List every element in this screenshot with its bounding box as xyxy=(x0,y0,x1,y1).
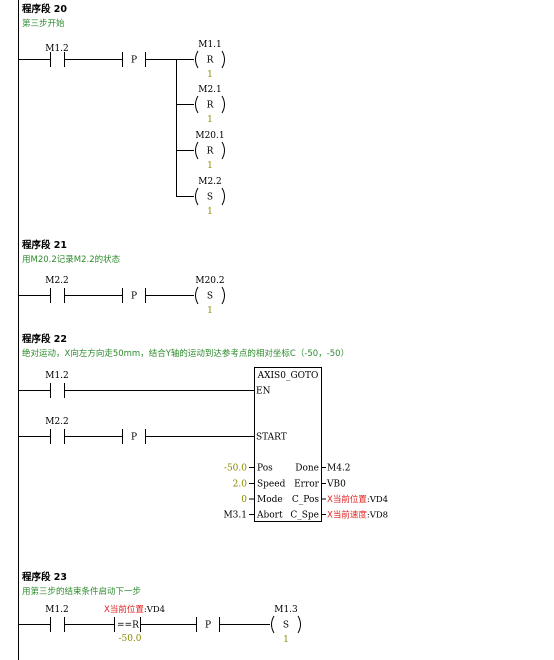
network-21[interactable]: 程序段 21 用M20.2记录M2.2的状态 M2.2 P M20.2 S 1 xyxy=(18,239,225,316)
coil-operation: R xyxy=(207,101,214,111)
network-comment: 用M20.2记录M2.2的状态 xyxy=(22,254,121,265)
network-23[interactable]: 程序段 23 用第三步的结束条件启动下一步 M1.2 X当前位置:VD4 ==R… xyxy=(18,571,301,645)
output-value[interactable]: X当前速度:VD8 xyxy=(327,510,388,521)
input-value[interactable]: 2.0 xyxy=(233,480,248,490)
compare-value: -50.0 xyxy=(118,634,141,644)
coil-operation: S xyxy=(207,292,213,302)
network-comment: 绝对运动，X向左方向走50mm，结合Y轴的运动到达参考点的相对坐标C（-50，-… xyxy=(22,348,349,359)
edge-label: P xyxy=(205,621,211,631)
coil-reset[interactable]: M2.1 R 1 xyxy=(176,85,225,125)
block-name: AXIS0_GOTO xyxy=(257,371,319,381)
coil-address: M20.2 xyxy=(195,276,224,286)
contact-address: M2.2 xyxy=(45,417,69,427)
contact-no[interactable]: M1.2 xyxy=(18,371,254,398)
coil-set[interactable]: M2.2 S 1 xyxy=(176,177,225,217)
positive-edge-detector[interactable]: P xyxy=(196,617,271,632)
network-22[interactable]: 程序段 22 绝对运动，X向左方向走50mm，结合Y轴的运动到达参考点的相对坐标… xyxy=(18,333,388,522)
contact-no[interactable]: M2.2 xyxy=(18,276,122,303)
output-value[interactable]: M4.2 xyxy=(327,464,351,474)
contact-address: M2.2 xyxy=(45,276,69,286)
edge-label: P xyxy=(131,433,137,443)
coil-reset[interactable]: M20.1 R 1 xyxy=(176,131,225,171)
compare-real-contact[interactable]: X当前位置:VD4 ==R -50.0 xyxy=(104,604,196,644)
output-pin: C_Spe xyxy=(290,511,319,521)
network-title: 程序段 23 xyxy=(22,571,67,583)
network-title: 程序段 21 xyxy=(22,239,67,251)
coil-address: M20.1 xyxy=(195,131,224,141)
symbol-name: X当前位置 xyxy=(104,604,144,615)
network-comment: 用第三步的结束条件启动下一步 xyxy=(22,586,141,597)
contact-address: M1.2 xyxy=(45,44,69,54)
symbol-address: :VD4 xyxy=(367,495,388,505)
coil-count: 1 xyxy=(283,635,289,645)
symbol-address: :VD8 xyxy=(367,511,388,521)
coil-count: 1 xyxy=(207,207,213,217)
pin-en: EN xyxy=(256,387,271,397)
symbol-name: X当前速度 xyxy=(327,510,367,521)
coil-reset[interactable]: M1.1 R 1 xyxy=(176,40,225,80)
contact-address: M1.2 xyxy=(45,371,69,381)
output-value[interactable]: X当前位置:VD4 xyxy=(327,494,388,505)
input-value[interactable]: M3.1 xyxy=(223,511,247,521)
output-pin: Done xyxy=(295,464,319,474)
network-title: 程序段 22 xyxy=(22,333,67,345)
output-pin: C_Pos xyxy=(292,495,319,505)
coil-address: M2.1 xyxy=(198,85,222,95)
coil-address: M1.3 xyxy=(274,605,298,615)
block-frame xyxy=(254,367,322,522)
coil-operation: R xyxy=(207,147,214,157)
compare-operand: X当前位置:VD4 xyxy=(104,604,165,615)
contact-address: M1.2 xyxy=(45,605,69,615)
edge-label: P xyxy=(131,292,137,302)
input-pin: Pos xyxy=(257,464,273,474)
symbol-address: :VD4 xyxy=(144,605,165,615)
positive-edge-detector[interactable]: P xyxy=(122,429,255,444)
network-comment: 第三步开始 xyxy=(22,18,65,29)
coil-count: 1 xyxy=(207,70,213,80)
coil-count: 1 xyxy=(207,306,213,316)
network-20[interactable]: 程序段 20 第三步开始 M1.2 P M1.1 R 1 xyxy=(18,3,225,217)
pin-start: START xyxy=(256,433,287,443)
contact-no[interactable]: M2.2 xyxy=(18,417,122,444)
coil-operation: S xyxy=(283,621,289,631)
output-pin: Error xyxy=(294,480,320,490)
coil-count: 1 xyxy=(207,115,213,125)
axis-goto-block[interactable]: AXIS0_GOTO EN START -50.0 Pos 2.0 Speed … xyxy=(223,367,388,522)
coil-operation: S xyxy=(207,193,213,203)
network-title: 程序段 20 xyxy=(22,3,67,15)
symbol-name: X当前位置 xyxy=(327,494,367,505)
input-pin: Abort xyxy=(256,511,283,521)
edge-label: P xyxy=(131,56,137,66)
coil-set[interactable]: M20.2 S 1 xyxy=(195,276,225,316)
coil-operation: R xyxy=(207,56,214,66)
contact-no[interactable]: M1.2 xyxy=(18,44,122,67)
coil-count: 1 xyxy=(207,161,213,171)
coil-address: M1.1 xyxy=(198,40,222,50)
input-pin: Speed xyxy=(257,480,286,490)
positive-edge-detector[interactable]: P xyxy=(122,288,195,303)
output-value[interactable]: VB0 xyxy=(326,480,346,490)
input-pin: Mode xyxy=(257,495,283,505)
input-value[interactable]: 0 xyxy=(241,495,247,505)
contact-no[interactable]: M1.2 xyxy=(18,605,114,632)
positive-edge-detector[interactable]: P xyxy=(122,52,177,67)
coil-address: M2.2 xyxy=(198,177,222,187)
coil-set[interactable]: M1.3 S 1 xyxy=(271,605,301,645)
input-value[interactable]: -50.0 xyxy=(224,464,247,474)
compare-operator: ==R xyxy=(117,621,139,631)
